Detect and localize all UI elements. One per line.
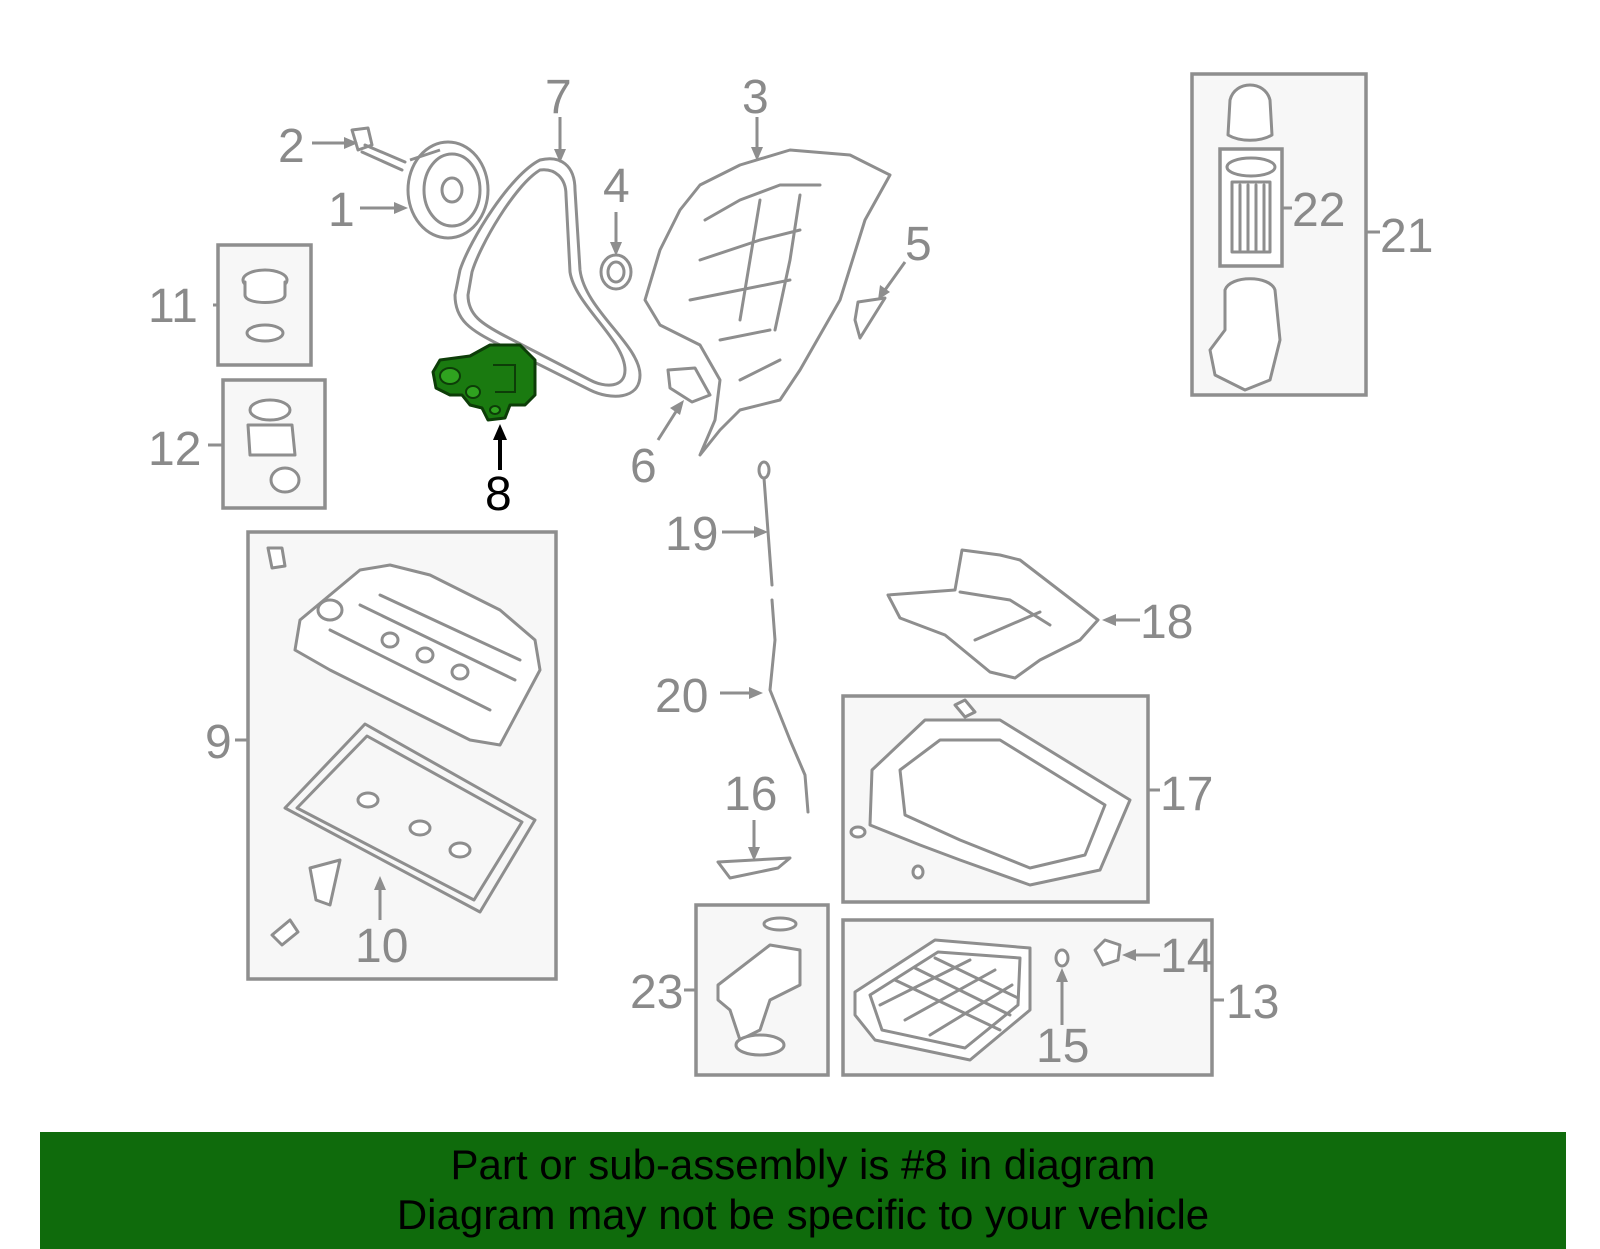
callout-22: 22 bbox=[1292, 184, 1345, 237]
callout-7: 7 bbox=[545, 71, 572, 124]
callout-10: 10 bbox=[355, 920, 408, 973]
callout-2: 2 bbox=[278, 120, 305, 173]
callout-18: 18 bbox=[1140, 596, 1193, 649]
part-6-gasket[interactable] bbox=[666, 366, 712, 404]
callout-11: 11 bbox=[148, 280, 198, 333]
part-19-dipstick[interactable] bbox=[757, 460, 774, 587]
callout-19: 19 bbox=[665, 508, 718, 561]
part-9-valve-cover[interactable] bbox=[266, 546, 542, 747]
leader-lines bbox=[208, 117, 1380, 1025]
banner-line-2: Diagram may not be specific to your vehi… bbox=[396, 1191, 1210, 1238]
callout-20: 20 bbox=[655, 670, 708, 723]
callout-23: 23 bbox=[630, 966, 683, 1019]
part-4-seal[interactable] bbox=[599, 253, 633, 291]
part-5-gasket[interactable] bbox=[853, 296, 887, 340]
part-16-gasket[interactable] bbox=[716, 856, 792, 880]
callout-17: 17 bbox=[1160, 768, 1213, 821]
banner-line-1: Part or sub-assembly is #8 in diagram bbox=[450, 1141, 1156, 1188]
callout-14: 14 bbox=[1160, 930, 1213, 983]
part-12-housing[interactable] bbox=[246, 398, 301, 494]
part-22-filter-element[interactable] bbox=[1225, 156, 1277, 254]
part-7-belt-inner bbox=[466, 168, 627, 387]
part-23-oil-pump[interactable] bbox=[716, 916, 802, 1057]
callout-12: 12 bbox=[148, 423, 201, 476]
callout-3: 3 bbox=[742, 71, 769, 124]
callout-16: 16 bbox=[724, 768, 777, 821]
callout-21: 21 bbox=[1380, 210, 1433, 263]
part-20-dipstick-tube[interactable] bbox=[768, 598, 810, 814]
part-11-cap[interactable] bbox=[241, 268, 289, 343]
part-15-washer[interactable] bbox=[1054, 948, 1070, 968]
callout-8-highlighted: 8 bbox=[485, 468, 512, 521]
box-11 bbox=[216, 243, 313, 367]
callout-1: 1 bbox=[328, 184, 355, 237]
callout-4: 4 bbox=[603, 160, 630, 213]
part-8-highlighted[interactable] bbox=[431, 343, 537, 422]
part-1-crank-pulley[interactable] bbox=[406, 140, 490, 240]
part-3-timing-cover[interactable] bbox=[643, 148, 892, 457]
part-13-oil-pan-lower[interactable] bbox=[853, 938, 1032, 1062]
part-7-timing-belt[interactable] bbox=[453, 157, 642, 398]
part-10-gasket[interactable] bbox=[270, 722, 537, 947]
callout-5: 5 bbox=[905, 218, 932, 271]
callout-6: 6 bbox=[630, 440, 657, 493]
part-3-cover-detail bbox=[688, 183, 822, 382]
callout-13: 13 bbox=[1226, 976, 1279, 1029]
part-17-oil-pan-upper[interactable] bbox=[849, 698, 1132, 887]
part-21-oil-filter-housing[interactable] bbox=[1208, 83, 1282, 392]
callout-9: 9 bbox=[205, 716, 232, 769]
part-18-baffle[interactable] bbox=[886, 548, 1100, 680]
part-18-detail bbox=[958, 590, 1052, 642]
callout-15: 15 bbox=[1036, 1020, 1089, 1073]
part-2-bolt[interactable] bbox=[350, 126, 407, 172]
info-banner: Part or sub-assembly is #8 in diagram Di… bbox=[40, 1132, 1566, 1249]
part-14-drain-plug[interactable] bbox=[1093, 938, 1122, 967]
